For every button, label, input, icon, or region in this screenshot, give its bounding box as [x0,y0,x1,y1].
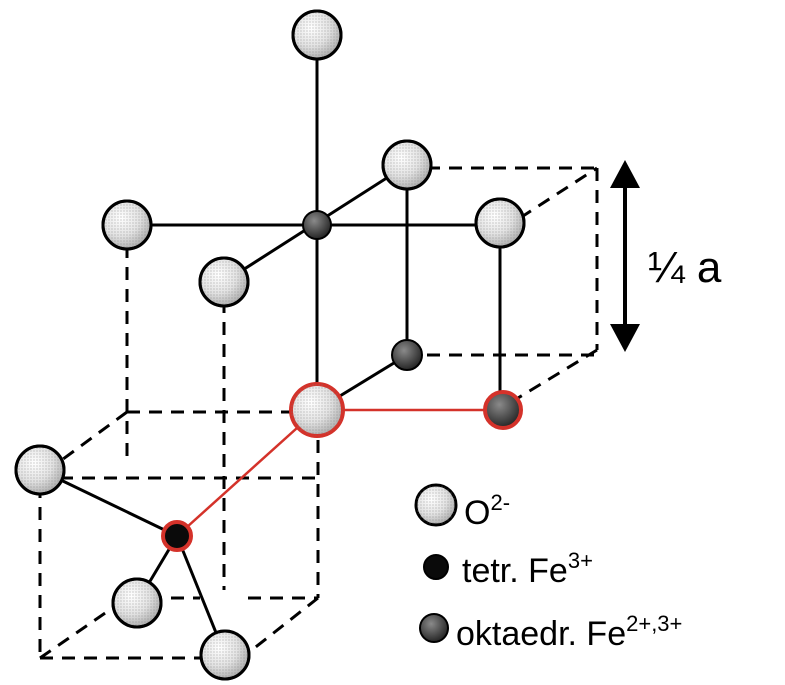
oxygen-atom [198,256,250,308]
legend-octahedral-icon [419,613,449,643]
quarter-a-label: ¼ a [648,243,722,292]
legend-oxygen-icon [414,483,458,527]
oxygen-atoms [14,9,526,681]
oxygen-atom [14,444,66,496]
oxygen-atom [291,9,343,61]
oxygen-atom [474,197,526,249]
oxygen-atom [101,199,153,251]
oxygen-atom [199,629,251,681]
octahedral-fe-atoms [302,210,423,371]
legend-tetrahedral-icon [423,554,449,580]
octahedral-fe-atom [391,339,423,371]
oxygen-atom-highlighted [289,382,345,438]
legend-octahedral-label: oktaedr. Fe2+,3+ [456,611,682,653]
tetrahedral-fe-atom-highlighted [161,520,193,552]
legend-oxygen-label: O2- [464,490,510,532]
oxygen-atom [381,139,433,191]
legend-tetrahedral-label: tetr. Fe3+ [462,548,593,590]
upper-dashed-cube [125,166,599,590]
octahedral-fe-atom-highlighted [483,390,523,430]
oxygen-atom [111,577,163,629]
quarter-a-arrow [610,160,640,352]
legend: O2- tetr. Fe3+ oktaedr. Fe2+,3+ [414,483,682,653]
octahedral-fe-atom [302,210,332,240]
highlight-bonds [176,408,503,537]
